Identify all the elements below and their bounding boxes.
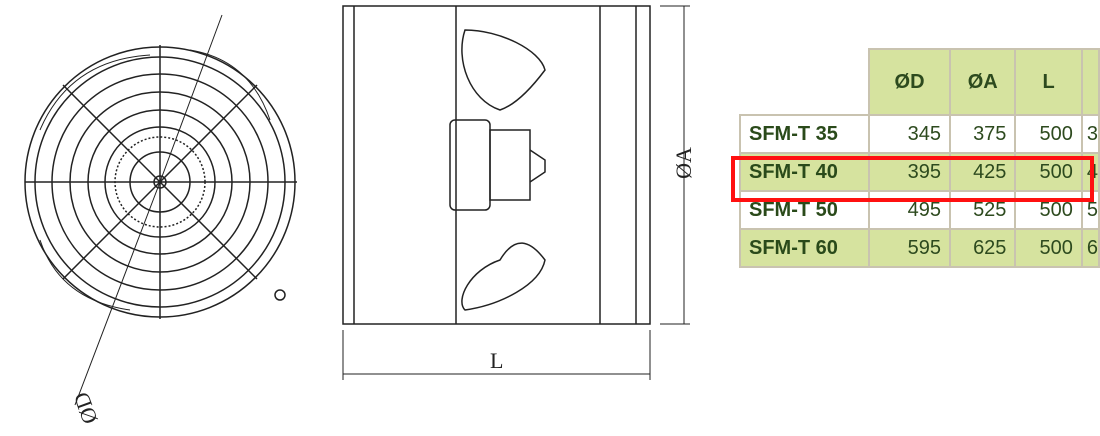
a-cell: 525 [948,190,1017,230]
header-blank [740,49,870,115]
length-label: L [490,348,504,373]
model-cell: SFM-T 60 [738,228,871,268]
header-cut-column [1080,48,1100,116]
table-row: SFM-T 50 495 525 500 5 [738,190,1100,230]
table-row: SFM-T 35 345 375 500 3 [738,114,1100,154]
model-cell: SFM-T 50 [738,190,871,230]
table-header-row: ØD ØA L [740,48,1100,116]
front-view [24,14,297,406]
header-length: L [1014,48,1083,116]
model-cell: SFM-T 35 [738,114,871,154]
d-cell: 595 [868,228,951,268]
table-row: SFM-T 40 395 425 500 4 [738,152,1100,192]
side-view [342,5,690,380]
a-cell: 375 [948,114,1017,154]
fan-technical-drawing [24,5,690,406]
d-cell: 345 [868,114,951,154]
cut-cell: 3 [1080,114,1100,154]
header-diameter-d: ØD [868,48,951,116]
d-cell: 495 [868,190,951,230]
table-row: SFM-T 60 595 625 500 6 [738,228,1100,268]
l-cell: 500 [1014,190,1083,230]
l-cell: 500 [1014,114,1083,154]
header-diameter-a: ØA [948,48,1017,116]
diameter-a-label: ØA [670,147,696,179]
dimensions-table: ØD ØA L SFM-T 35 345 375 500 3 SFM-T 40 … [738,48,1100,268]
l-cell: 500 [1014,228,1083,268]
highlighted-row-box [731,156,1094,202]
cut-cell: 6 [1080,228,1100,268]
a-cell: 625 [948,228,1017,268]
